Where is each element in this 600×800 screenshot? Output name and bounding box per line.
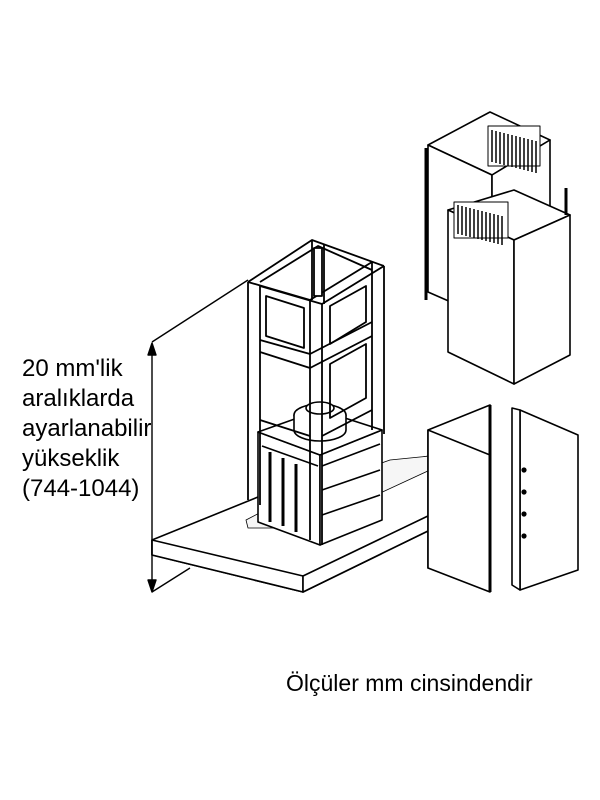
height-annotation-line: aralıklarda [22,385,135,412]
vent-grille [453,201,509,239]
height-annotation-line: 20 mm'lik [22,355,123,382]
lower-chimney-right [511,407,579,591]
height-dimension [147,279,249,593]
height-annotation: 20 mm'lik aralıklarda ayarlanabilir yüks… [22,354,151,504]
height-annotation-line: (744-1044) [22,475,140,502]
lower-chimney-left [427,404,492,593]
upper-chimney-inner [447,188,571,385]
blower-box [257,401,383,546]
height-annotation-line: yükseklik [22,445,120,472]
dimension-arrow-icon [147,342,157,356]
height-annotation-line: ayarlanabilir [22,415,152,442]
dimension-arrow-icon [147,579,157,593]
support-frame [247,239,385,545]
units-note: Ölçüler mm cinsindendir [286,670,533,696]
